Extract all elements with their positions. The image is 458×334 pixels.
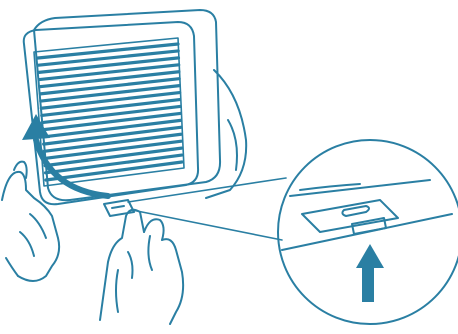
magnifier-circle-icon [277,139,458,325]
louvered-grille-icon [22,21,200,206]
grille-slat [41,111,182,132]
hands-icon [1,160,185,325]
grille-slat [40,104,182,125]
grille-slat [43,153,184,175]
leader-lines [127,177,287,241]
grille-slats [36,42,184,182]
grille-slat [42,139,183,161]
grille-slat [41,118,183,139]
release-tab-icon [103,199,135,217]
grille-slat [42,125,183,146]
release-tab-detail [301,199,399,235]
grille-slat [39,84,182,103]
grille-slat [38,77,181,96]
grille-slat [37,63,181,82]
grille-slat [37,56,181,74]
grille-slat [44,160,184,182]
push-arrow-icon [356,244,384,302]
lift-arrow-icon [22,114,111,199]
fan-housing-icon [33,9,248,202]
grille-slat [43,146,184,168]
grille-slat [40,97,182,118]
grille-slat [36,49,180,67]
grille-slat [36,42,180,60]
grille-slat [42,132,183,153]
grille-slat [39,90,182,110]
grille-slat [38,70,181,89]
